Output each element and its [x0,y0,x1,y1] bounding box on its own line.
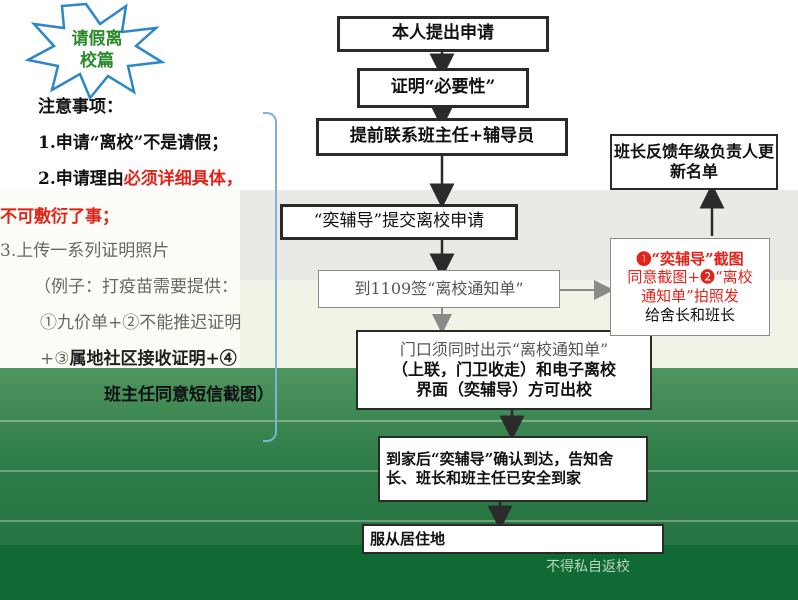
note-example-2-bold: 属地社区接收证明+④ [69,349,237,369]
background-stripe [0,520,798,522]
side-step-screenshot-line2: 同意截图+❷“离校 [627,268,753,287]
flow-step-apply: 本人提出申请 [337,16,549,52]
flow-step-sign-notice: 到1109签“离校通知单” [318,270,560,308]
side-step-monitor-update: 班长反馈年级负责人更新名单 [610,134,778,190]
side-step-screenshot-line1: ❶“奕辅导”截图 [636,249,744,268]
note-item-3: 3.上传一系列证明照片 [0,241,170,261]
note-item-2-red: 必须详细具体， [123,169,243,189]
notes-bracket [263,112,277,442]
flow-step-exit-gate-line3: 界面（奕辅导）方可出校 [415,380,592,399]
side-step-screenshot-line4: 给舍长和班长 [644,305,735,324]
note-item-2-continued: 不可敷衍了事； [0,207,119,227]
flow-step-contact-teacher: 提前联系班主任+辅导员 [316,118,568,156]
left-white-panel [0,190,240,368]
flow-step-obey-local: 服从居住地 [362,524,664,554]
side-step-screenshot-line3: 通知单”拍照发 [641,287,739,305]
flow-step-prove-necessity: 证明“必要性” [357,68,529,108]
star-badge-icon [24,2,166,100]
note-item-2-prefix: 2.申请理由 [38,169,124,189]
note-item-1: 1.申请“离校”不是请假； [38,133,229,153]
side-step-screenshot: ❶“奕辅导”截图 同意截图+❷“离校 通知单”拍照发 给舍长和班长 [610,238,770,336]
star-title: 请假离 校篇 [71,29,123,72]
note-example-1: ①九价单+②不能推迟证明 [40,313,242,333]
notes-heading: 注意事项： [38,97,123,117]
note-example-2-prefix: +③ [40,349,70,369]
flow-step-exit-gate-line1: 门口须同时出示“离校通知单” [399,340,609,359]
note-item-2: 2.申请理由必须详细具体， [38,168,243,190]
flow-step-arrive-home: 到家后“奕辅导”确认到达，告知舍长、班长和班主任已安全到家 [378,436,648,502]
note-example-3: 班主任同意短信截图） [104,385,274,405]
background-stripe [0,420,798,422]
note-example: （例子：打疫苗需要提供： [34,277,238,297]
footer-note: 不得私自返校 [546,559,630,575]
flow-step-exit-gate-line2: （上联，门卫收走）和电子离校 [391,360,616,379]
note-example-2: +③属地社区接收证明+④ [40,348,237,370]
flow-step-submit-online: “奕辅导”提交离校申请 [280,204,518,240]
bottom-dark-green-strip [0,545,798,600]
flow-step-exit-gate: 门口须同时出示“离校通知单” （上联，门卫收走）和电子离校 界面（奕辅导）方可出… [356,330,652,410]
